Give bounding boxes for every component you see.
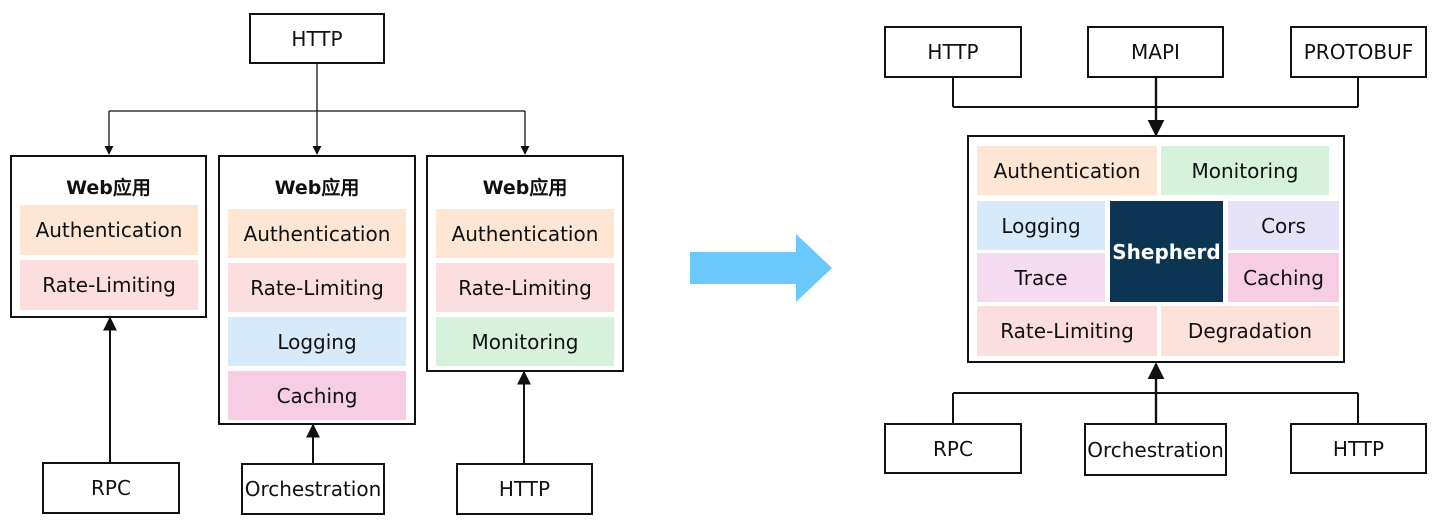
right-http-bottom-source: HTTP: [1290, 423, 1427, 474]
web-app-1: Web应用 Authentication Rate-Limiting: [10, 155, 207, 318]
web-app-3-title: Web应用: [482, 177, 568, 199]
module-logging: Logging: [228, 317, 406, 366]
shepherd-core: Shepherd: [1110, 201, 1223, 302]
shepherd-gateway: Authentication Monitoring Logging Shephe…: [967, 135, 1345, 363]
transition-arrow-icon: [690, 234, 832, 302]
module-monitoring: Monitoring: [436, 317, 614, 366]
web-app-3: Web应用 Authentication Rate-Limiting Monit…: [426, 155, 624, 372]
web-app-2-title: Web应用: [274, 177, 360, 199]
right-protobuf-source: PROTOBUF: [1290, 26, 1427, 78]
right-mapi-source: MAPI: [1087, 26, 1224, 78]
web-app-1-title: Web应用: [66, 177, 151, 199]
module-logging: Logging: [977, 201, 1105, 250]
module-authentication: Authentication: [977, 146, 1157, 195]
left-http-source: HTTP: [249, 13, 385, 64]
module-rate-limiting: Rate-Limiting: [228, 263, 406, 312]
module-caching: Caching: [1228, 253, 1339, 302]
module-authentication: Authentication: [436, 209, 614, 258]
left-http-bottom-source: HTTP: [456, 463, 593, 515]
module-degradation: Degradation: [1161, 306, 1339, 356]
module-rate-limiting: Rate-Limiting: [20, 260, 198, 310]
module-authentication: Authentication: [228, 209, 406, 258]
module-authentication: Authentication: [20, 205, 198, 255]
module-trace: Trace: [977, 253, 1105, 302]
left-orchestration-source: Orchestration: [241, 463, 385, 515]
right-orchestration-source: Orchestration: [1084, 423, 1227, 476]
right-rpc-source: RPC: [884, 423, 1022, 474]
module-rate-limiting: Rate-Limiting: [436, 263, 614, 312]
module-monitoring: Monitoring: [1161, 146, 1329, 195]
module-rate-limiting: Rate-Limiting: [977, 306, 1157, 356]
left-rpc-source: RPC: [42, 462, 180, 514]
module-caching: Caching: [228, 371, 406, 420]
module-cors: Cors: [1228, 201, 1339, 250]
right-http-source: HTTP: [884, 26, 1022, 78]
web-app-2: Web应用 Authentication Rate-Limiting Loggi…: [218, 155, 416, 425]
